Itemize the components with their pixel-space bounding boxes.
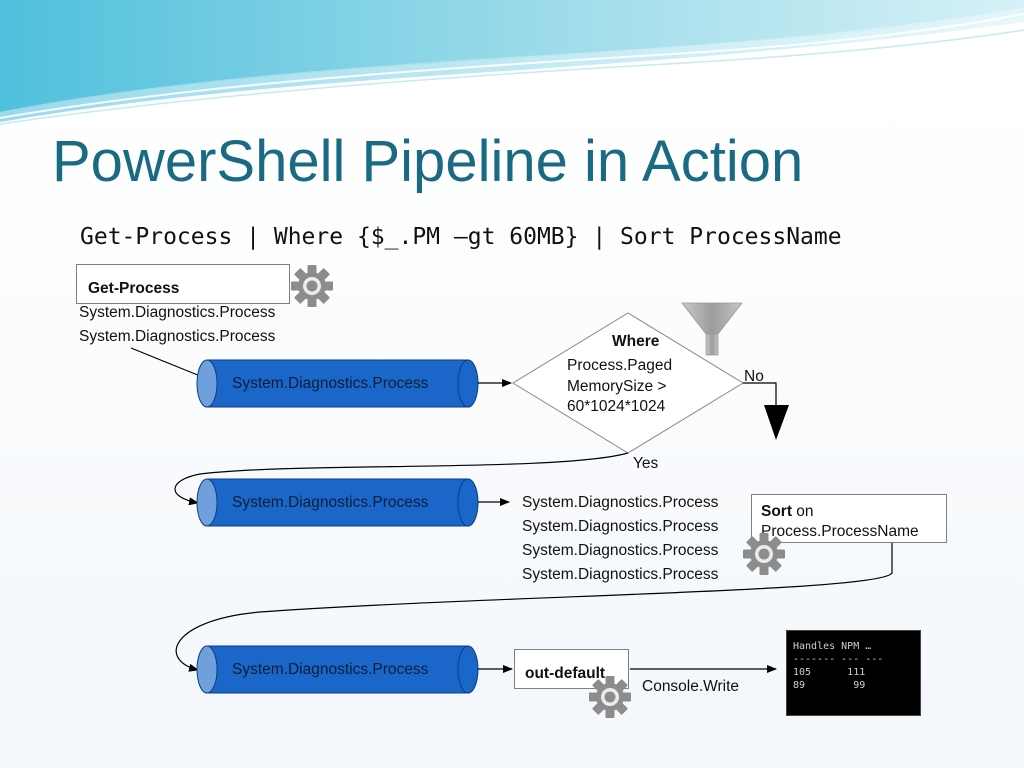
get-process-label: Get-Process bbox=[88, 280, 180, 297]
gear-icon bbox=[288, 262, 336, 310]
funnel-icon bbox=[681, 302, 743, 356]
pipeline-pipe-3 bbox=[196, 645, 479, 694]
console-line-3: 105 111 bbox=[793, 667, 866, 678]
slide-title: PowerShell Pipeline in Action bbox=[52, 129, 804, 194]
sort-label-line-2: Process.ProcessName bbox=[761, 523, 919, 540]
connector-yes-branch bbox=[174, 452, 629, 506]
connector-sort-output bbox=[175, 543, 893, 672]
where-yes-label: Yes bbox=[633, 455, 659, 472]
sort-label-bold: Sort bbox=[761, 503, 792, 520]
sort-input-2: System.Diagnostics.Process bbox=[522, 518, 719, 535]
sort-input-4: System.Diagnostics.Process bbox=[522, 566, 719, 583]
sort-input-1: System.Diagnostics.Process bbox=[522, 494, 719, 511]
pipe-2-label: System.Diagnostics.Process bbox=[232, 494, 429, 511]
out-default-label: out-default bbox=[525, 665, 606, 682]
gear-icon bbox=[740, 530, 788, 578]
console-line-1: Handles NPM … bbox=[793, 641, 872, 652]
connector-no-branch bbox=[743, 382, 777, 405]
pipe-3-label: System.Diagnostics.Process bbox=[232, 661, 429, 678]
where-title: Where bbox=[612, 333, 660, 350]
console-line-2: ------- --- --- bbox=[793, 654, 884, 665]
where-no-label: No bbox=[744, 368, 764, 385]
header-swoosh bbox=[0, 0, 1024, 125]
where-condition-line-2: MemorySize > bbox=[567, 378, 667, 395]
connector-get-process bbox=[130, 347, 211, 381]
sort-label-rest: on bbox=[792, 503, 814, 520]
console-output: Handles NPM … ------- --- --- 105 111 89… bbox=[786, 630, 921, 716]
sort-input-3: System.Diagnostics.Process bbox=[522, 542, 719, 559]
get-process-output-1: System.Diagnostics.Process bbox=[79, 304, 276, 321]
pipe-1-label: System.Diagnostics.Process bbox=[232, 375, 429, 392]
down-arrow-icon bbox=[764, 405, 789, 440]
where-condition-line-3: 60*1024*1024 bbox=[567, 398, 666, 415]
where-condition-line-1: Process.Paged bbox=[567, 357, 673, 374]
sort-box: Sort on Process.ProcessName bbox=[751, 494, 947, 543]
get-process-box: Get-Process bbox=[76, 264, 290, 304]
console-write-label: Console.Write bbox=[642, 678, 740, 695]
get-process-output-2: System.Diagnostics.Process bbox=[79, 328, 276, 345]
pipeline-pipe-1 bbox=[196, 359, 479, 408]
gear-icon bbox=[586, 673, 634, 721]
console-line-4: 89 99 bbox=[793, 680, 866, 691]
pipeline-command: Get-Process | Where {$_.PM –gt 60MB} | S… bbox=[80, 224, 842, 250]
